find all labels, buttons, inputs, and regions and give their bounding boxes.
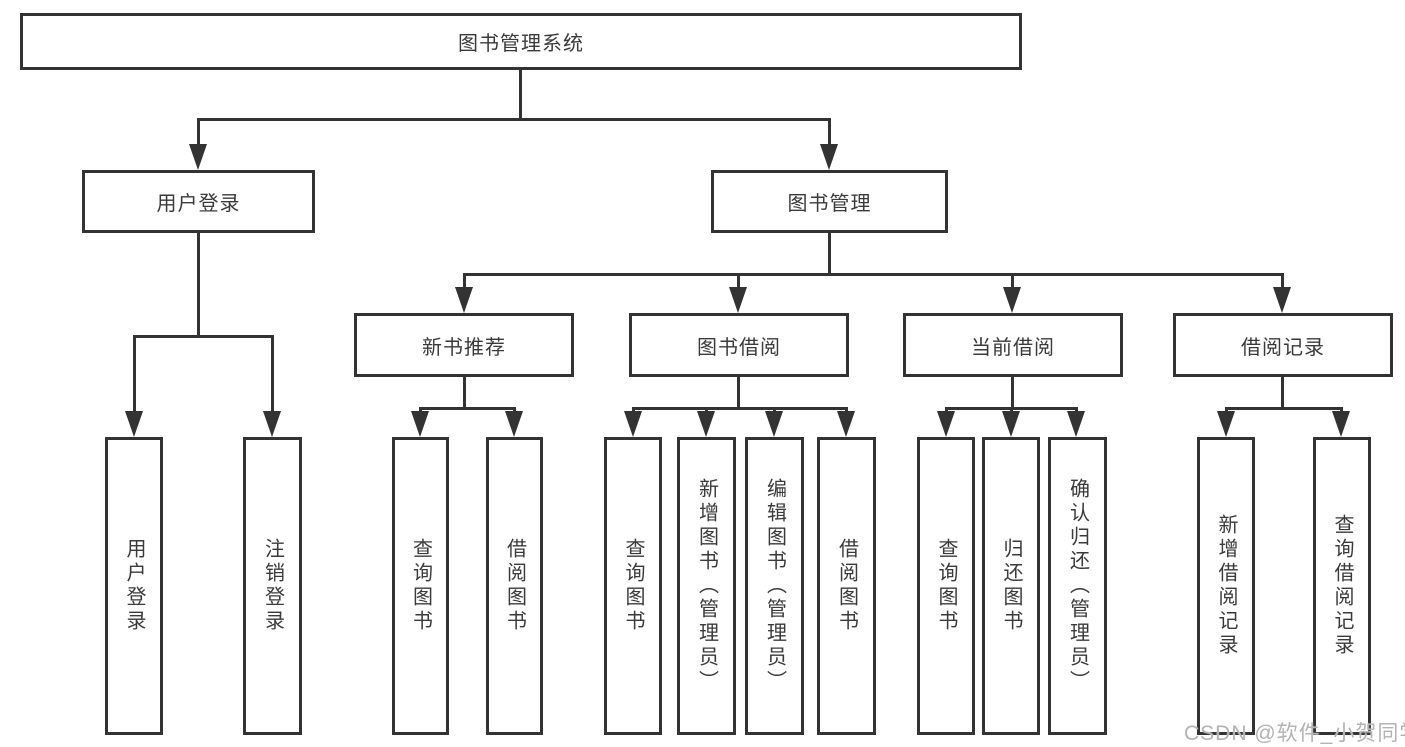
- connector-line: [1011, 273, 1014, 291]
- connector-line: [1281, 377, 1284, 407]
- connector-line: [197, 118, 831, 121]
- arrow-down-icon: [1067, 411, 1085, 437]
- leaf-add-borrow-record: 新增借阅记录: [1197, 437, 1255, 735]
- node-library-management-system: 图书管理系统: [20, 13, 1022, 70]
- node-book-management: 图书管理: [711, 170, 948, 233]
- connector-line: [197, 233, 200, 335]
- connector-line: [271, 335, 274, 415]
- node-label: 借阅图书: [503, 538, 526, 634]
- arrow-down-icon: [1332, 411, 1350, 437]
- arrow-down-icon: [624, 411, 642, 437]
- node-label: 新书推荐: [422, 336, 506, 359]
- node-label: 图书借阅: [697, 336, 781, 359]
- connector-line: [463, 273, 1284, 276]
- arrow-down-icon: [1273, 287, 1291, 313]
- node-label: 查询图书: [935, 538, 957, 634]
- node-label: 查询借阅记录: [1331, 514, 1353, 658]
- leaf-borrow-books-recommend: 借阅图书: [486, 437, 543, 735]
- arrow-down-icon: [505, 411, 523, 437]
- arrow-down-icon: [1002, 411, 1020, 437]
- connector-line: [419, 407, 515, 410]
- node-label: 用户登录: [123, 538, 145, 634]
- node-book-borrowing: 图书借阅: [629, 313, 849, 377]
- csdn-watermark: CSDN @软件_小贺同学: [1184, 722, 1405, 745]
- arrow-down-icon: [125, 411, 143, 437]
- connector-line: [828, 233, 831, 273]
- arrow-down-icon: [455, 287, 473, 313]
- node-label: 查询图书: [622, 538, 644, 634]
- leaf-user-login: 用户登录: [105, 437, 163, 735]
- arrow-down-icon: [729, 287, 747, 313]
- connector-line: [197, 118, 200, 148]
- leaf-query-books-current: 查询图书: [917, 437, 975, 735]
- leaf-logout: 注销登录: [243, 437, 302, 735]
- connector-line: [463, 273, 466, 291]
- node-label: 新增图书（管理员）: [695, 478, 718, 694]
- node-label: 归还图书: [1000, 538, 1022, 634]
- arrow-down-icon: [820, 144, 838, 170]
- node-new-book-recommend: 新书推荐: [354, 313, 574, 377]
- connector-line: [133, 335, 136, 415]
- arrow-down-icon: [189, 144, 207, 170]
- arrow-down-icon: [263, 411, 281, 437]
- connector-line: [1225, 407, 1342, 410]
- connector-line: [737, 377, 740, 407]
- arrow-down-icon: [765, 411, 783, 437]
- connector-line: [1011, 377, 1014, 407]
- leaf-add-books-admin: 新增图书（管理员）: [677, 437, 736, 735]
- leaf-confirm-return-admin: 确认归还（管理员）: [1048, 437, 1107, 735]
- node-label: 借阅记录: [1241, 336, 1325, 359]
- arrow-down-icon: [1217, 411, 1235, 437]
- connector-line: [737, 273, 740, 291]
- node-label: 查询图书: [409, 538, 432, 634]
- arrow-down-icon: [837, 411, 855, 437]
- node-label: 图书管理系统: [458, 33, 584, 55]
- leaf-query-borrow-record: 查询借阅记录: [1313, 437, 1371, 735]
- node-label: 当前借阅: [971, 336, 1055, 359]
- connector-line: [133, 335, 273, 338]
- leaf-borrow-books-borrowing: 借阅图书: [817, 437, 876, 735]
- leaf-return-books: 归还图书: [982, 437, 1040, 735]
- connector-line: [519, 70, 522, 118]
- node-label: 注销登录: [261, 538, 284, 634]
- arrow-down-icon: [697, 411, 715, 437]
- connector-line: [828, 118, 831, 148]
- node-current-borrowing: 当前借阅: [903, 313, 1123, 377]
- node-label: 新增借阅记录: [1215, 514, 1237, 658]
- leaf-query-books-recommend: 查询图书: [392, 437, 449, 735]
- node-user-login: 用户登录: [82, 170, 315, 233]
- connector-line: [1281, 273, 1284, 291]
- node-label: 用户登录: [156, 193, 241, 215]
- arrow-down-icon: [1003, 287, 1021, 313]
- leaf-edit-books-admin: 编辑图书（管理员）: [745, 437, 804, 735]
- arrow-down-icon: [937, 411, 955, 437]
- node-label: 确认归还（管理员）: [1066, 478, 1089, 694]
- leaf-query-books-borrowing: 查询图书: [604, 437, 662, 735]
- connector-line: [632, 407, 847, 410]
- node-label: 图书管理: [787, 193, 872, 215]
- connector-line: [463, 377, 466, 407]
- arrow-down-icon: [411, 411, 429, 437]
- node-label: 借阅图书: [835, 538, 858, 634]
- node-borrowing-records: 借阅记录: [1173, 313, 1393, 377]
- node-label: 编辑图书（管理员）: [763, 478, 786, 694]
